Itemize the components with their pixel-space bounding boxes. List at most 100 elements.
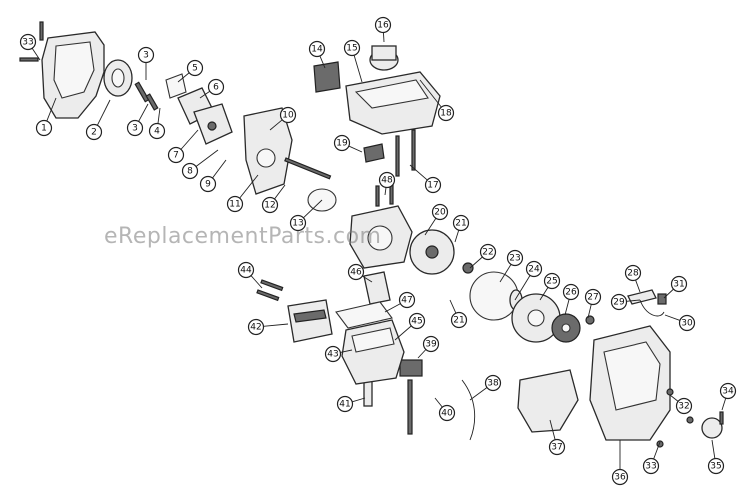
callout-number: 20 [434, 208, 446, 218]
callout-number: 37 [551, 443, 562, 453]
callout-balloon [431, 203, 449, 221]
callout-balloon [343, 39, 361, 57]
callout-c47: 47 [384, 291, 416, 313]
callout-c21a: 21 [452, 214, 470, 243]
callout-number: 18 [440, 109, 452, 119]
callout-c40: 40 [434, 397, 456, 422]
callout-leader [352, 397, 366, 403]
callout-balloon [437, 104, 455, 122]
cylinder-fins [351, 327, 395, 353]
callout-c5: 5 [177, 59, 204, 83]
callout-number: 38 [487, 379, 499, 389]
callout-c23: 23 [499, 249, 524, 283]
callout-c39: 39 [417, 335, 440, 359]
muffler-bolt-part-b [260, 279, 284, 292]
callout-c12: 12 [261, 184, 286, 214]
callout-balloon [35, 119, 53, 137]
callout-number: 27 [587, 293, 598, 303]
callout-leader [469, 256, 483, 269]
callout-c19: 19 [333, 134, 363, 153]
foam-filter-part [313, 61, 341, 93]
fuel-tank-top [354, 79, 429, 109]
flywheel-hub [425, 245, 439, 259]
callout-c1: 1 [35, 97, 57, 137]
callout-balloon [347, 263, 365, 281]
callout-number: 7 [173, 151, 179, 161]
fuel-line-part-b [411, 129, 416, 171]
callout-c35: 35 [707, 439, 725, 475]
callout-number: 23 [509, 254, 520, 264]
bolt-part-b [145, 93, 159, 111]
callout-balloon [624, 264, 642, 282]
callout-balloon [610, 293, 628, 311]
callout-leader [424, 218, 437, 236]
callout-balloon [548, 438, 566, 456]
spark-plug-part [363, 379, 373, 407]
callout-balloon [408, 312, 426, 330]
callout-c37: 37 [548, 419, 566, 456]
callout-balloon [452, 214, 470, 232]
callout-c45: 45 [394, 312, 426, 341]
recoil-spring-center [561, 323, 571, 333]
callout-balloon [562, 283, 580, 301]
callout-leader [409, 164, 428, 181]
flywheel-nut-part [462, 262, 474, 274]
callout-number: 39 [425, 340, 437, 350]
coil-bracket-part [407, 379, 413, 435]
callout-number: 35 [710, 462, 721, 472]
callout-number: 36 [614, 473, 626, 483]
callout-number: 31 [673, 280, 684, 290]
callout-balloon [336, 395, 354, 413]
callout-c21b: 21 [449, 299, 468, 329]
callout-balloon [181, 162, 199, 180]
callout-c20: 20 [424, 203, 449, 236]
callout-number: 5 [192, 64, 198, 74]
fuel-line-part-a [395, 135, 400, 177]
callout-leader [635, 279, 641, 293]
callout-leader [195, 149, 219, 167]
callout-leader [157, 107, 161, 124]
carburetor-knob [207, 121, 217, 131]
callout-balloon [126, 119, 144, 137]
throttle-rod-part [284, 157, 332, 180]
fuel-cap-body [371, 45, 397, 61]
callout-leader [199, 90, 211, 99]
callout-balloon [207, 78, 225, 96]
callout-number: 28 [627, 269, 639, 279]
callout-leader [212, 159, 227, 179]
callout-leader [384, 303, 401, 313]
callout-leader [564, 299, 570, 316]
callout-number: 30 [681, 319, 693, 329]
callout-c31: 31 [663, 275, 688, 299]
callout-number: 10 [282, 111, 294, 121]
callout-leader [721, 398, 727, 411]
callout-leader [514, 275, 531, 301]
callout-leader [669, 394, 679, 402]
callout-c3b: 3 [126, 103, 149, 137]
callout-leader [384, 187, 387, 196]
callout-leader [180, 129, 199, 150]
callout-number: 25 [546, 277, 557, 287]
callout-balloon [378, 171, 396, 189]
callout-number: 11 [229, 200, 240, 210]
switch-part [657, 293, 667, 305]
screw-part-33a [39, 21, 44, 41]
callout-leader [239, 174, 259, 199]
callout-c43: 43 [324, 345, 353, 363]
pin-part-a [375, 185, 380, 207]
callout-leader [263, 323, 289, 327]
callout-leader [394, 325, 412, 341]
starter-rope-part [639, 299, 665, 317]
callout-c22: 22 [469, 243, 497, 269]
callout-balloon [670, 275, 688, 293]
callout-balloon [19, 33, 37, 51]
callout-c48: 48 [378, 171, 396, 196]
muffler-bolt-part-a [256, 289, 280, 302]
callout-number: 42 [250, 323, 261, 333]
callout-number: 22 [482, 248, 493, 258]
callout-number: 33 [22, 38, 33, 48]
callout-number: 2 [91, 128, 97, 138]
callout-balloon [479, 243, 497, 261]
